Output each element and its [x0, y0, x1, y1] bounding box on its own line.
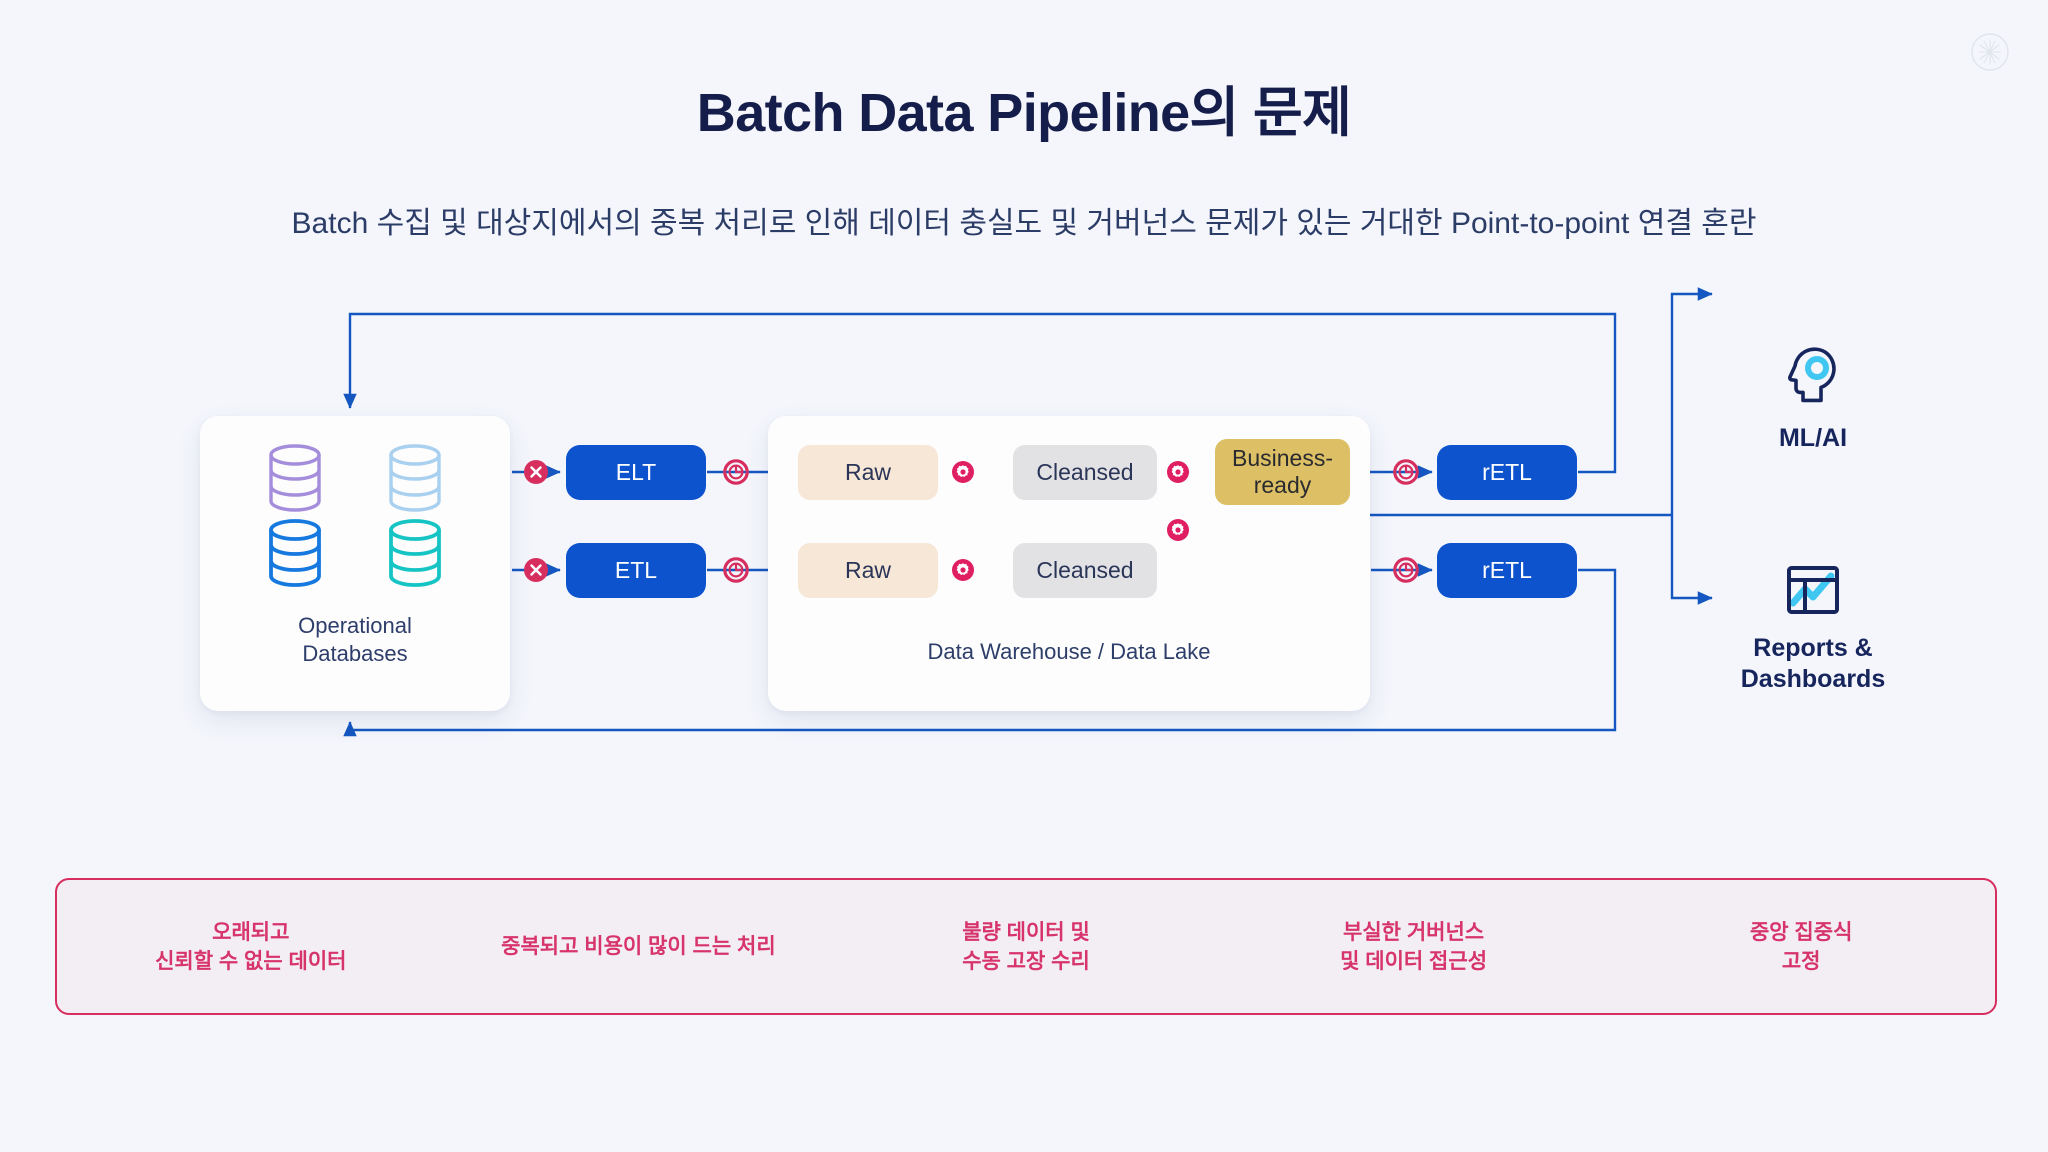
destination-ml-ai[interactable]: ML/AI — [1693, 344, 1933, 454]
destination-reports-dashboards[interactable]: Reports & Dashboards — [1693, 562, 1933, 695]
node-cleansed-top[interactable]: Cleansed — [1013, 445, 1157, 500]
node-raw-top[interactable]: Raw — [798, 445, 938, 500]
callout-item: 중복되고 비용이 많이 드는 처리 — [501, 935, 776, 958]
operational-databases-panel: Operational Databases — [200, 416, 510, 711]
node-retl-bottom[interactable]: rETL — [1437, 543, 1577, 598]
database-teal-icon — [389, 518, 441, 587]
gear-icon[interactable] — [951, 460, 975, 484]
database-purple-icon — [269, 443, 321, 512]
gear-icon[interactable] — [951, 558, 975, 582]
node-etl[interactable]: ETL — [566, 543, 706, 598]
database-icon-grid — [235, 440, 475, 590]
starburst-watermark — [1970, 32, 2010, 72]
callout-item: 불량 데이터 및 수동 고장 수리 — [962, 920, 1090, 973]
operational-databases-caption: Operational Databases — [298, 613, 412, 666]
x-icon[interactable] — [523, 459, 549, 485]
node-raw-bottom[interactable]: Raw — [798, 543, 938, 598]
page-title: Batch Data Pipeline의 문제 — [696, 83, 1352, 143]
clock-icon[interactable] — [723, 459, 749, 485]
node-cleansed-bottom[interactable]: Cleansed — [1013, 543, 1157, 598]
database-lightblue-icon — [389, 443, 441, 512]
clock-icon[interactable] — [1393, 557, 1419, 583]
dashboard-chart-icon — [1787, 566, 1839, 614]
node-business-ready[interactable]: Business- ready — [1215, 439, 1350, 505]
node-retl-top[interactable]: rETL — [1437, 445, 1577, 500]
destination-label: ML/AI — [1778, 424, 1848, 452]
gear-icon[interactable] — [1166, 518, 1190, 542]
callout-item: 부실한 거버넌스 및 데이터 접근성 — [1340, 920, 1488, 973]
callout-item: 중앙 집중식 고정 — [1749, 920, 1853, 973]
data-warehouse-caption: Data Warehouse / Data Lake — [927, 639, 1211, 664]
page-subtitle: Batch 수집 및 대상지에서의 중복 처리로 인해 데이터 충실도 및 거버… — [291, 207, 1757, 240]
destination-label: Reports & Dashboards — [1740, 634, 1886, 693]
x-icon[interactable] — [523, 557, 549, 583]
callout-item: 오래되고 신뢰할 수 없는 데이터 — [155, 920, 347, 973]
clock-icon[interactable] — [723, 557, 749, 583]
pipeline-diagram: Operational Databases Data Warehouse / D… — [0, 287, 2048, 790]
gear-icon[interactable] — [1166, 460, 1190, 484]
node-elt[interactable]: ELT — [566, 445, 706, 500]
problems-callout-bar: 오래되고 신뢰할 수 없는 데이터 중복되고 비용이 많이 드는 처리 불량 데… — [55, 878, 1997, 1015]
database-blue-icon — [269, 518, 321, 587]
clock-icon[interactable] — [1393, 459, 1419, 485]
brain-head-icon — [1788, 347, 1836, 403]
